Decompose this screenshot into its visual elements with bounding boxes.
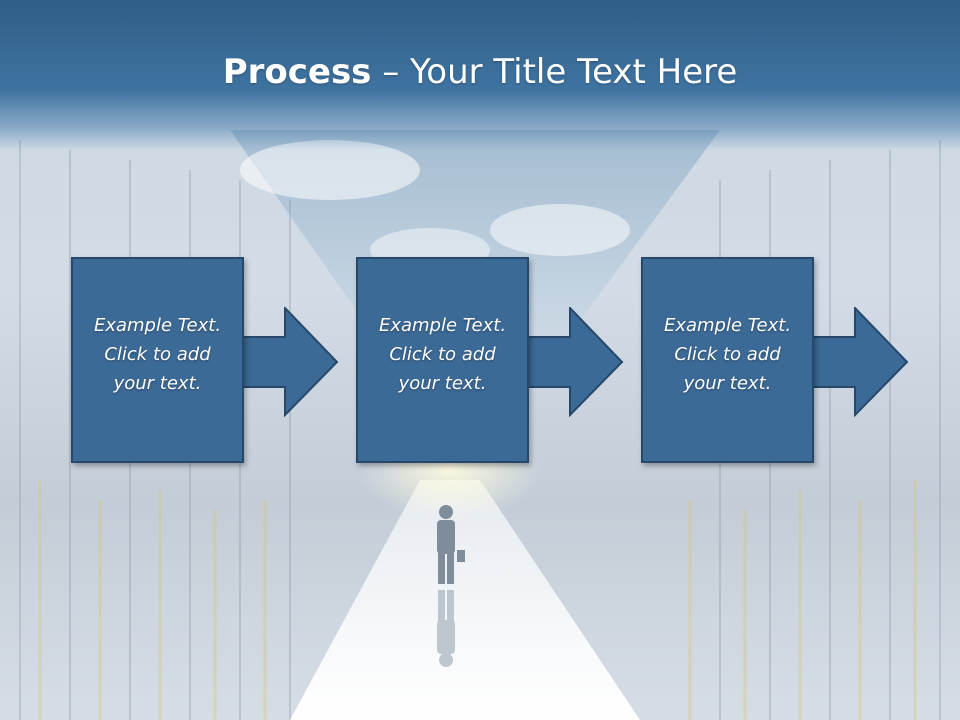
title-band [0, 0, 960, 150]
title-bold: Process [222, 52, 372, 92]
arrow-2 [525, 307, 624, 417]
process-step-3[interactable]: Example Text. Click to add your text. [641, 257, 814, 463]
process-step-2[interactable]: Example Text. Click to add your text. [356, 257, 529, 463]
process-step-1[interactable]: Example Text. Click to add your text. [71, 257, 244, 463]
title-rest: – Your Title Text Here [371, 52, 738, 92]
step-3-text[interactable]: Example Text. Click to add your text. [663, 315, 792, 394]
arrow-3 [810, 307, 909, 417]
person-figure [437, 505, 465, 584]
step-2-text[interactable]: Example Text. Click to add your text. [378, 315, 507, 394]
arrow-1 [240, 307, 339, 417]
step-1-text[interactable]: Example Text. Click to add your text. [93, 315, 222, 394]
slide-title[interactable]: Process – Your Title Text Here [0, 52, 960, 92]
